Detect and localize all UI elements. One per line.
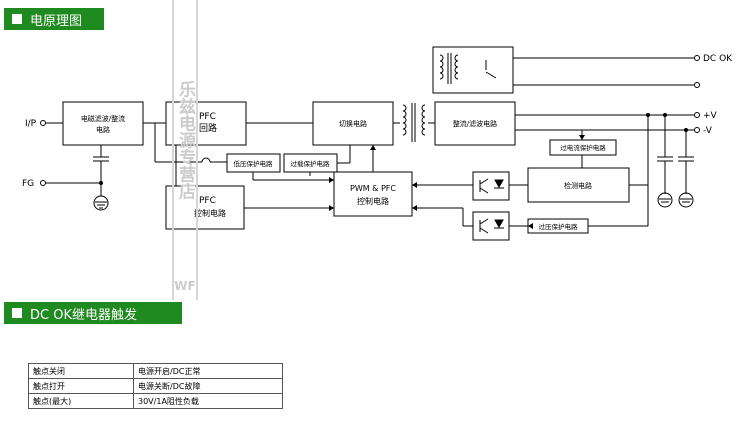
contact-meaning-cell: 30V/1A阻性负载 (133, 393, 283, 409)
overload-protect-label: 过载保护电路 (291, 159, 331, 168)
detect-circuit-label: 检测电路 (564, 181, 592, 190)
overcurrent-protect-label: 过电流保护电路 (560, 143, 606, 152)
schematic-section-header: 电原理图 (4, 8, 104, 30)
pwm-pfc-label-1: PWM & PFC (350, 184, 396, 193)
relay-section-title: DC OK继电器触发 (30, 307, 137, 323)
contact-state-cell: 触点打开 (28, 378, 134, 394)
table-row: 触点(最大) 30V/1A阻性负载 (28, 393, 283, 409)
dc-ok-label: DC OK (703, 54, 733, 64)
rect-filter-label: 整流/滤波电路 (453, 119, 497, 128)
pwm-pfc-label-2: 控制电路 (357, 196, 389, 206)
square-bullet-icon (12, 308, 22, 318)
block-diagram: I/P FG DC OK +V -V 电磁滤波/整流 电路 PFC 回路 切换电… (22, 46, 733, 241)
relay-section-header: DC OK继电器触发 (4, 302, 182, 324)
contact-state-cell: 触点(最大) (28, 393, 134, 409)
pfc-loop-label-2: 回路 (199, 122, 217, 134)
contact-meaning-cell: 电源关断/DC故障 (133, 378, 283, 394)
contact-meaning-cell: 电源开启/DC正常 (133, 363, 283, 379)
table-row: 触点打开 电源关断/DC故障 (28, 378, 283, 394)
contact-state-cell: 触点关闭 (28, 363, 134, 379)
pfc-control-label-2: 控制电路 (194, 208, 226, 218)
table-row: 触点关闭 电源开启/DC正常 (28, 363, 283, 379)
low-voltage-protect-label: 低压保护电路 (234, 159, 274, 168)
input-label: I/P (25, 119, 37, 129)
overvoltage-protect-label: 过压保护电路 (539, 222, 579, 231)
minus-v-label: -V (703, 126, 713, 136)
switch-circuit-label: 切换电路 (339, 119, 367, 128)
emi-filter-label-2: 电路 (96, 125, 110, 134)
pfc-control-label-1: PFC (199, 196, 216, 206)
fg-label: FG (22, 179, 34, 189)
schematic-section-title: 电原理图 (30, 13, 83, 29)
square-bullet-icon (12, 14, 22, 24)
relay-contact-table: 触点关闭 电源开启/DC正常 触点打开 电源关断/DC故障 触点(最大) 30V… (28, 363, 283, 409)
pfc-loop-label-1: PFC (199, 112, 216, 122)
emi-filter-label-1: 电磁滤波/整流 (81, 114, 125, 123)
plus-v-label: +V (703, 111, 718, 121)
